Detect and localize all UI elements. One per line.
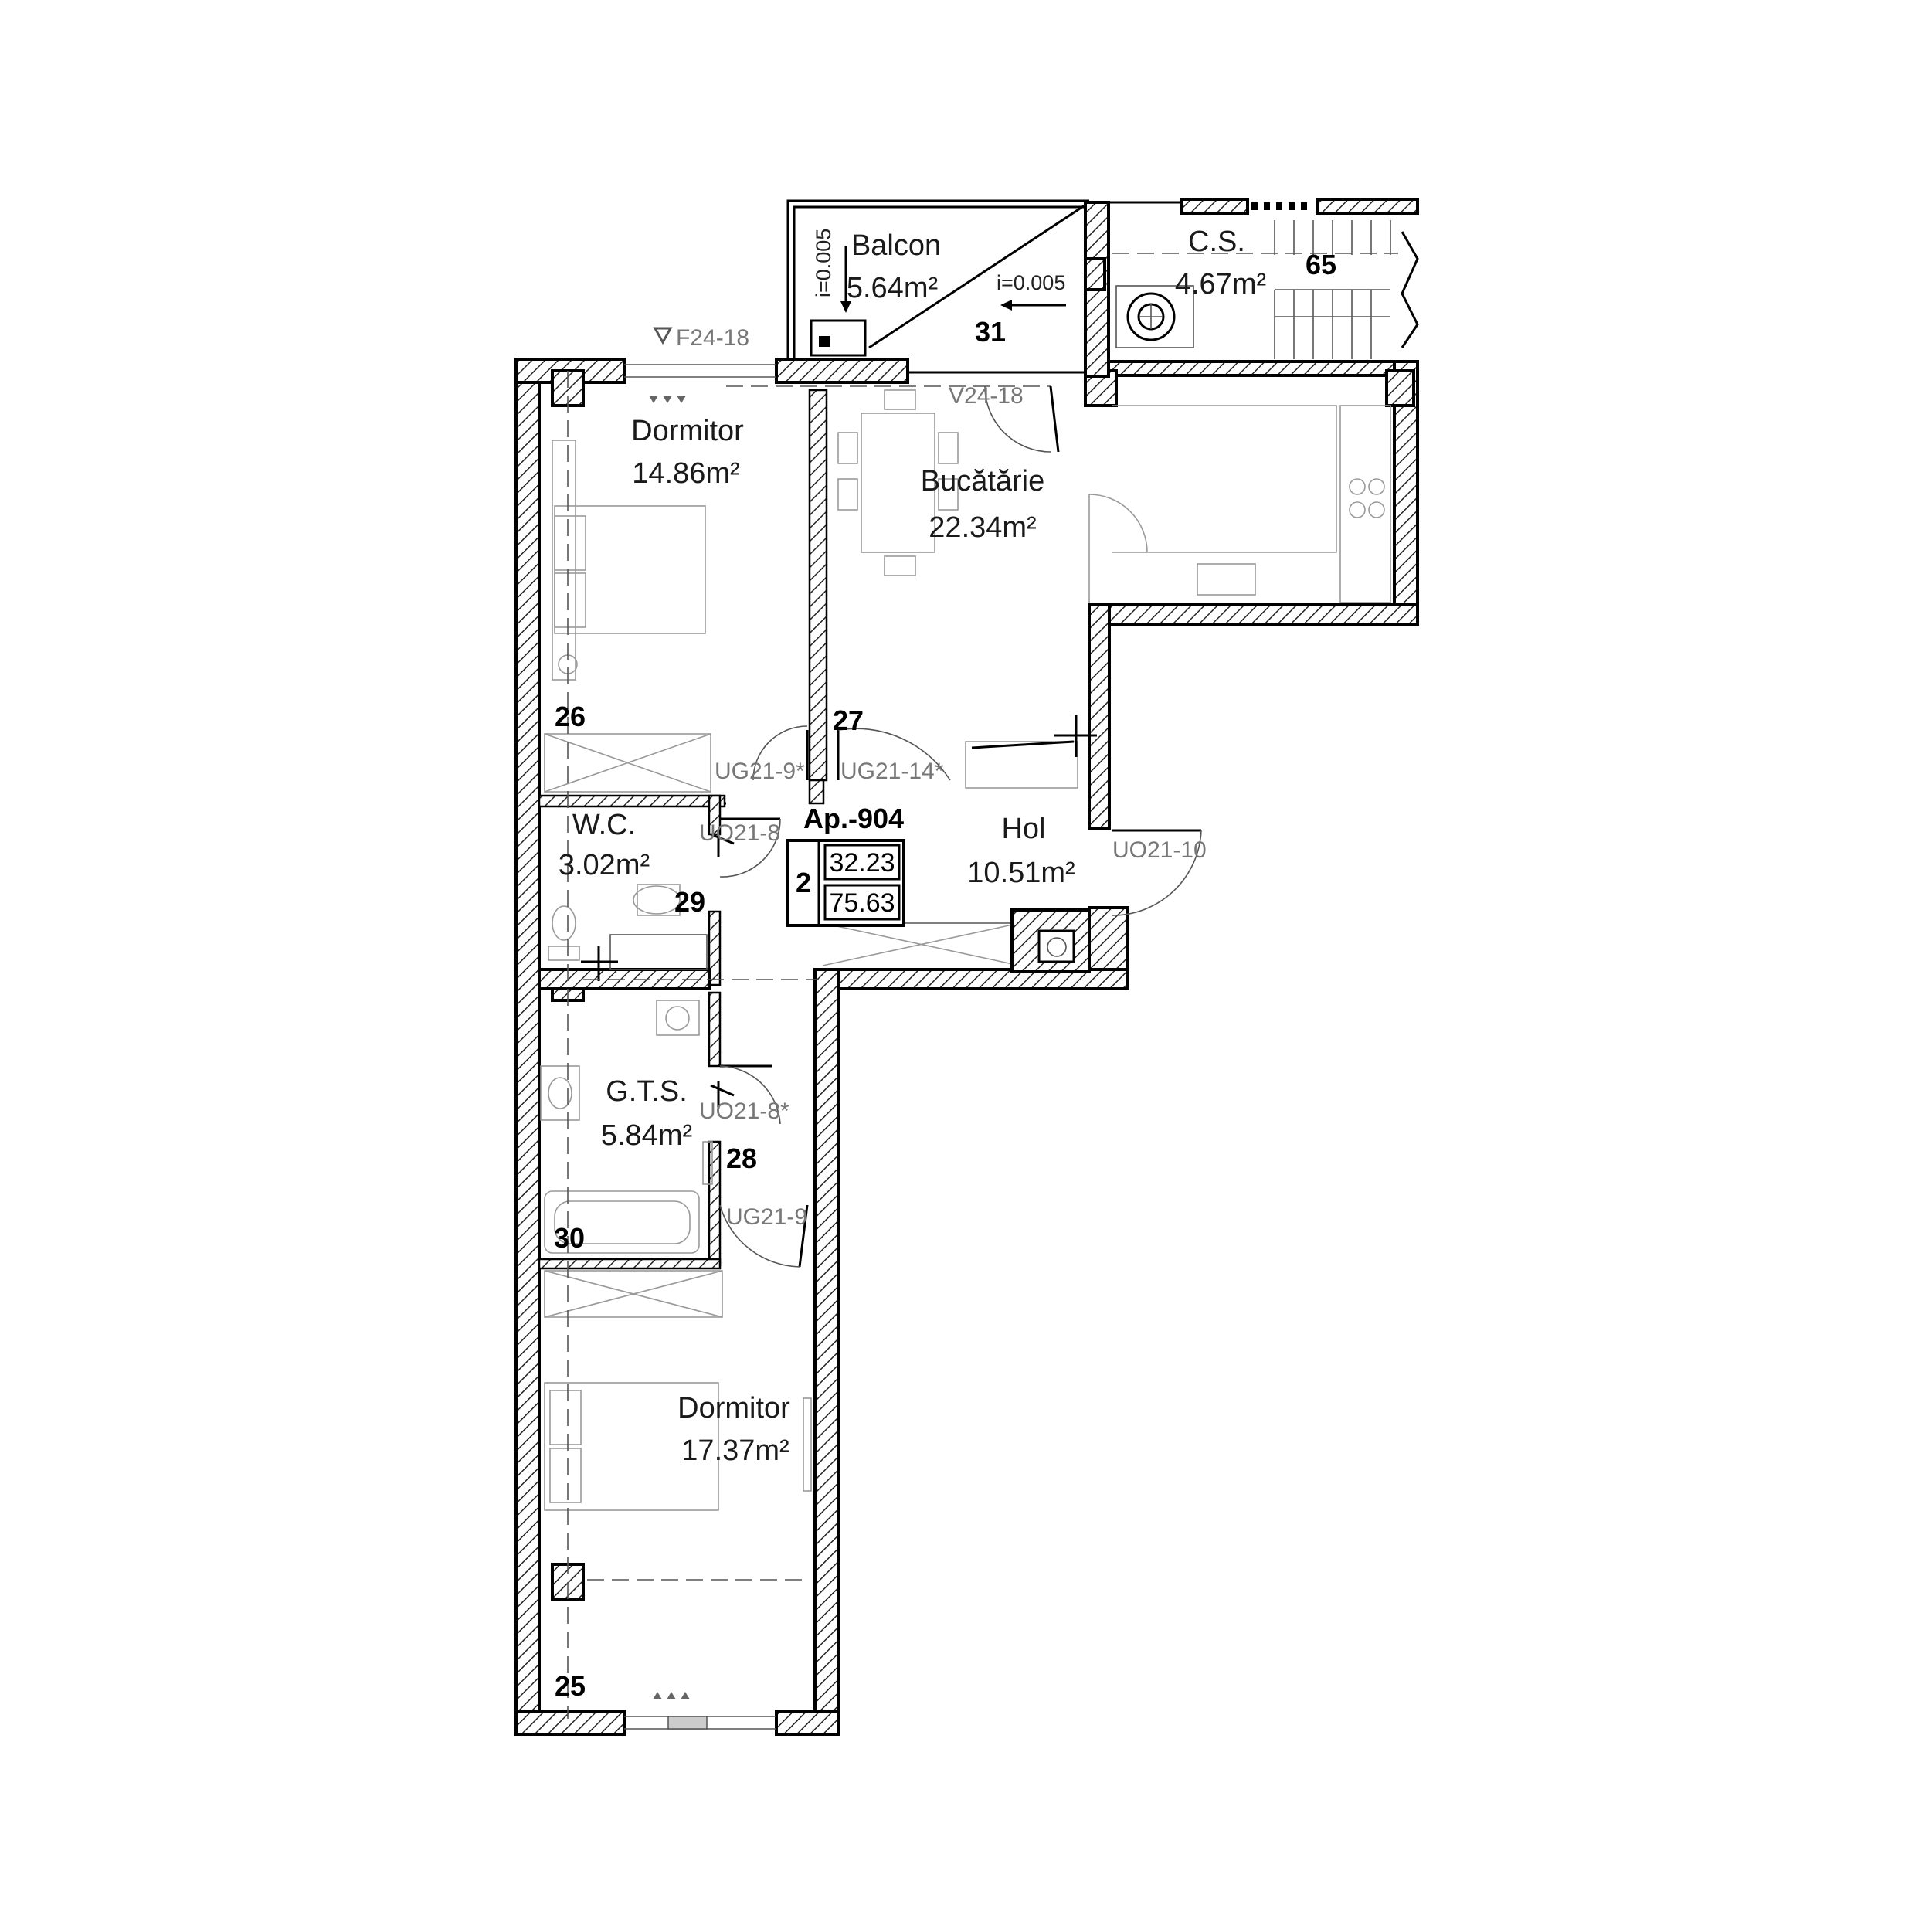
room-name-cs: C.S. (1188, 226, 1245, 258)
tag-ug9: UG21-9 (726, 1204, 807, 1230)
apartment-living-area: 32.23 (829, 848, 895, 878)
room-area-cs: 4.67m² (1175, 268, 1266, 300)
apartment-info-box: Ap.-904 2 32.23 75.63 (786, 803, 905, 927)
room-area-balcon: 5.64m² (847, 272, 938, 304)
room-area-gts: 5.84m² (601, 1119, 692, 1152)
number-26: 26 (555, 701, 586, 732)
bedroom1-furniture (544, 396, 711, 793)
room-name-gts: G.T.S. (606, 1075, 688, 1108)
hall-fixtures (822, 908, 1091, 973)
number-31: 31 (975, 316, 1006, 348)
number-27: 27 (833, 705, 864, 736)
room-name-dormitor1: Dormitor (631, 415, 744, 447)
number-25: 25 (555, 1670, 586, 1702)
tag-ug9-star: UG21-9* (715, 759, 805, 784)
tag-uo8-star: UO21-8* (699, 1098, 789, 1124)
apartment-total-area: 75.63 (829, 888, 895, 918)
level-marker-icon (653, 327, 673, 345)
axis-lines (567, 371, 1051, 1719)
tag-v24: V24-18 (949, 383, 1024, 409)
room-area-dormitor2: 17.37m² (681, 1435, 789, 1467)
room-name-balcon: Balcon (851, 229, 941, 262)
tag-slope-horizontal: i=0.005 (997, 271, 1065, 294)
wc-fixtures (548, 830, 735, 981)
stair-cs (1109, 198, 1419, 359)
number-30: 30 (554, 1222, 585, 1254)
doors (719, 385, 1202, 1268)
tag-slope-vertical: i=0.005 (812, 229, 835, 297)
room-area-wc: 3.02m² (559, 849, 650, 881)
number-65: 65 (1306, 249, 1336, 280)
tag-ug14: UG21-14* (840, 759, 944, 784)
kitchen-fixtures (837, 389, 1391, 789)
room-name-dormitor2: Dormitor (677, 1392, 790, 1424)
apartment-label: Ap.-904 (803, 803, 904, 834)
bedroom2-furniture (544, 1270, 812, 1699)
room-name-bucatarie: Bucătărie (921, 465, 1045, 497)
balcony (786, 199, 1110, 378)
tag-uo8: UO21-8 (699, 820, 780, 846)
interior-walls (538, 389, 828, 1270)
gts-fixtures (540, 1000, 735, 1254)
number-28: 28 (726, 1143, 757, 1174)
room-name-hol: Hol (1001, 813, 1045, 845)
apartment-rooms: 2 (796, 867, 811, 898)
room-name-wc: W.C. (572, 809, 636, 841)
tag-f24: F24-18 (676, 325, 749, 351)
room-area-hol: 10.51m² (967, 857, 1075, 889)
exterior-walls (514, 358, 1419, 1736)
number-29: 29 (674, 886, 705, 918)
room-area-dormitor1: 14.86m² (632, 457, 739, 490)
tag-uo10: UO21-10 (1112, 837, 1207, 863)
room-area-bucatarie: 22.34m² (929, 511, 1036, 544)
